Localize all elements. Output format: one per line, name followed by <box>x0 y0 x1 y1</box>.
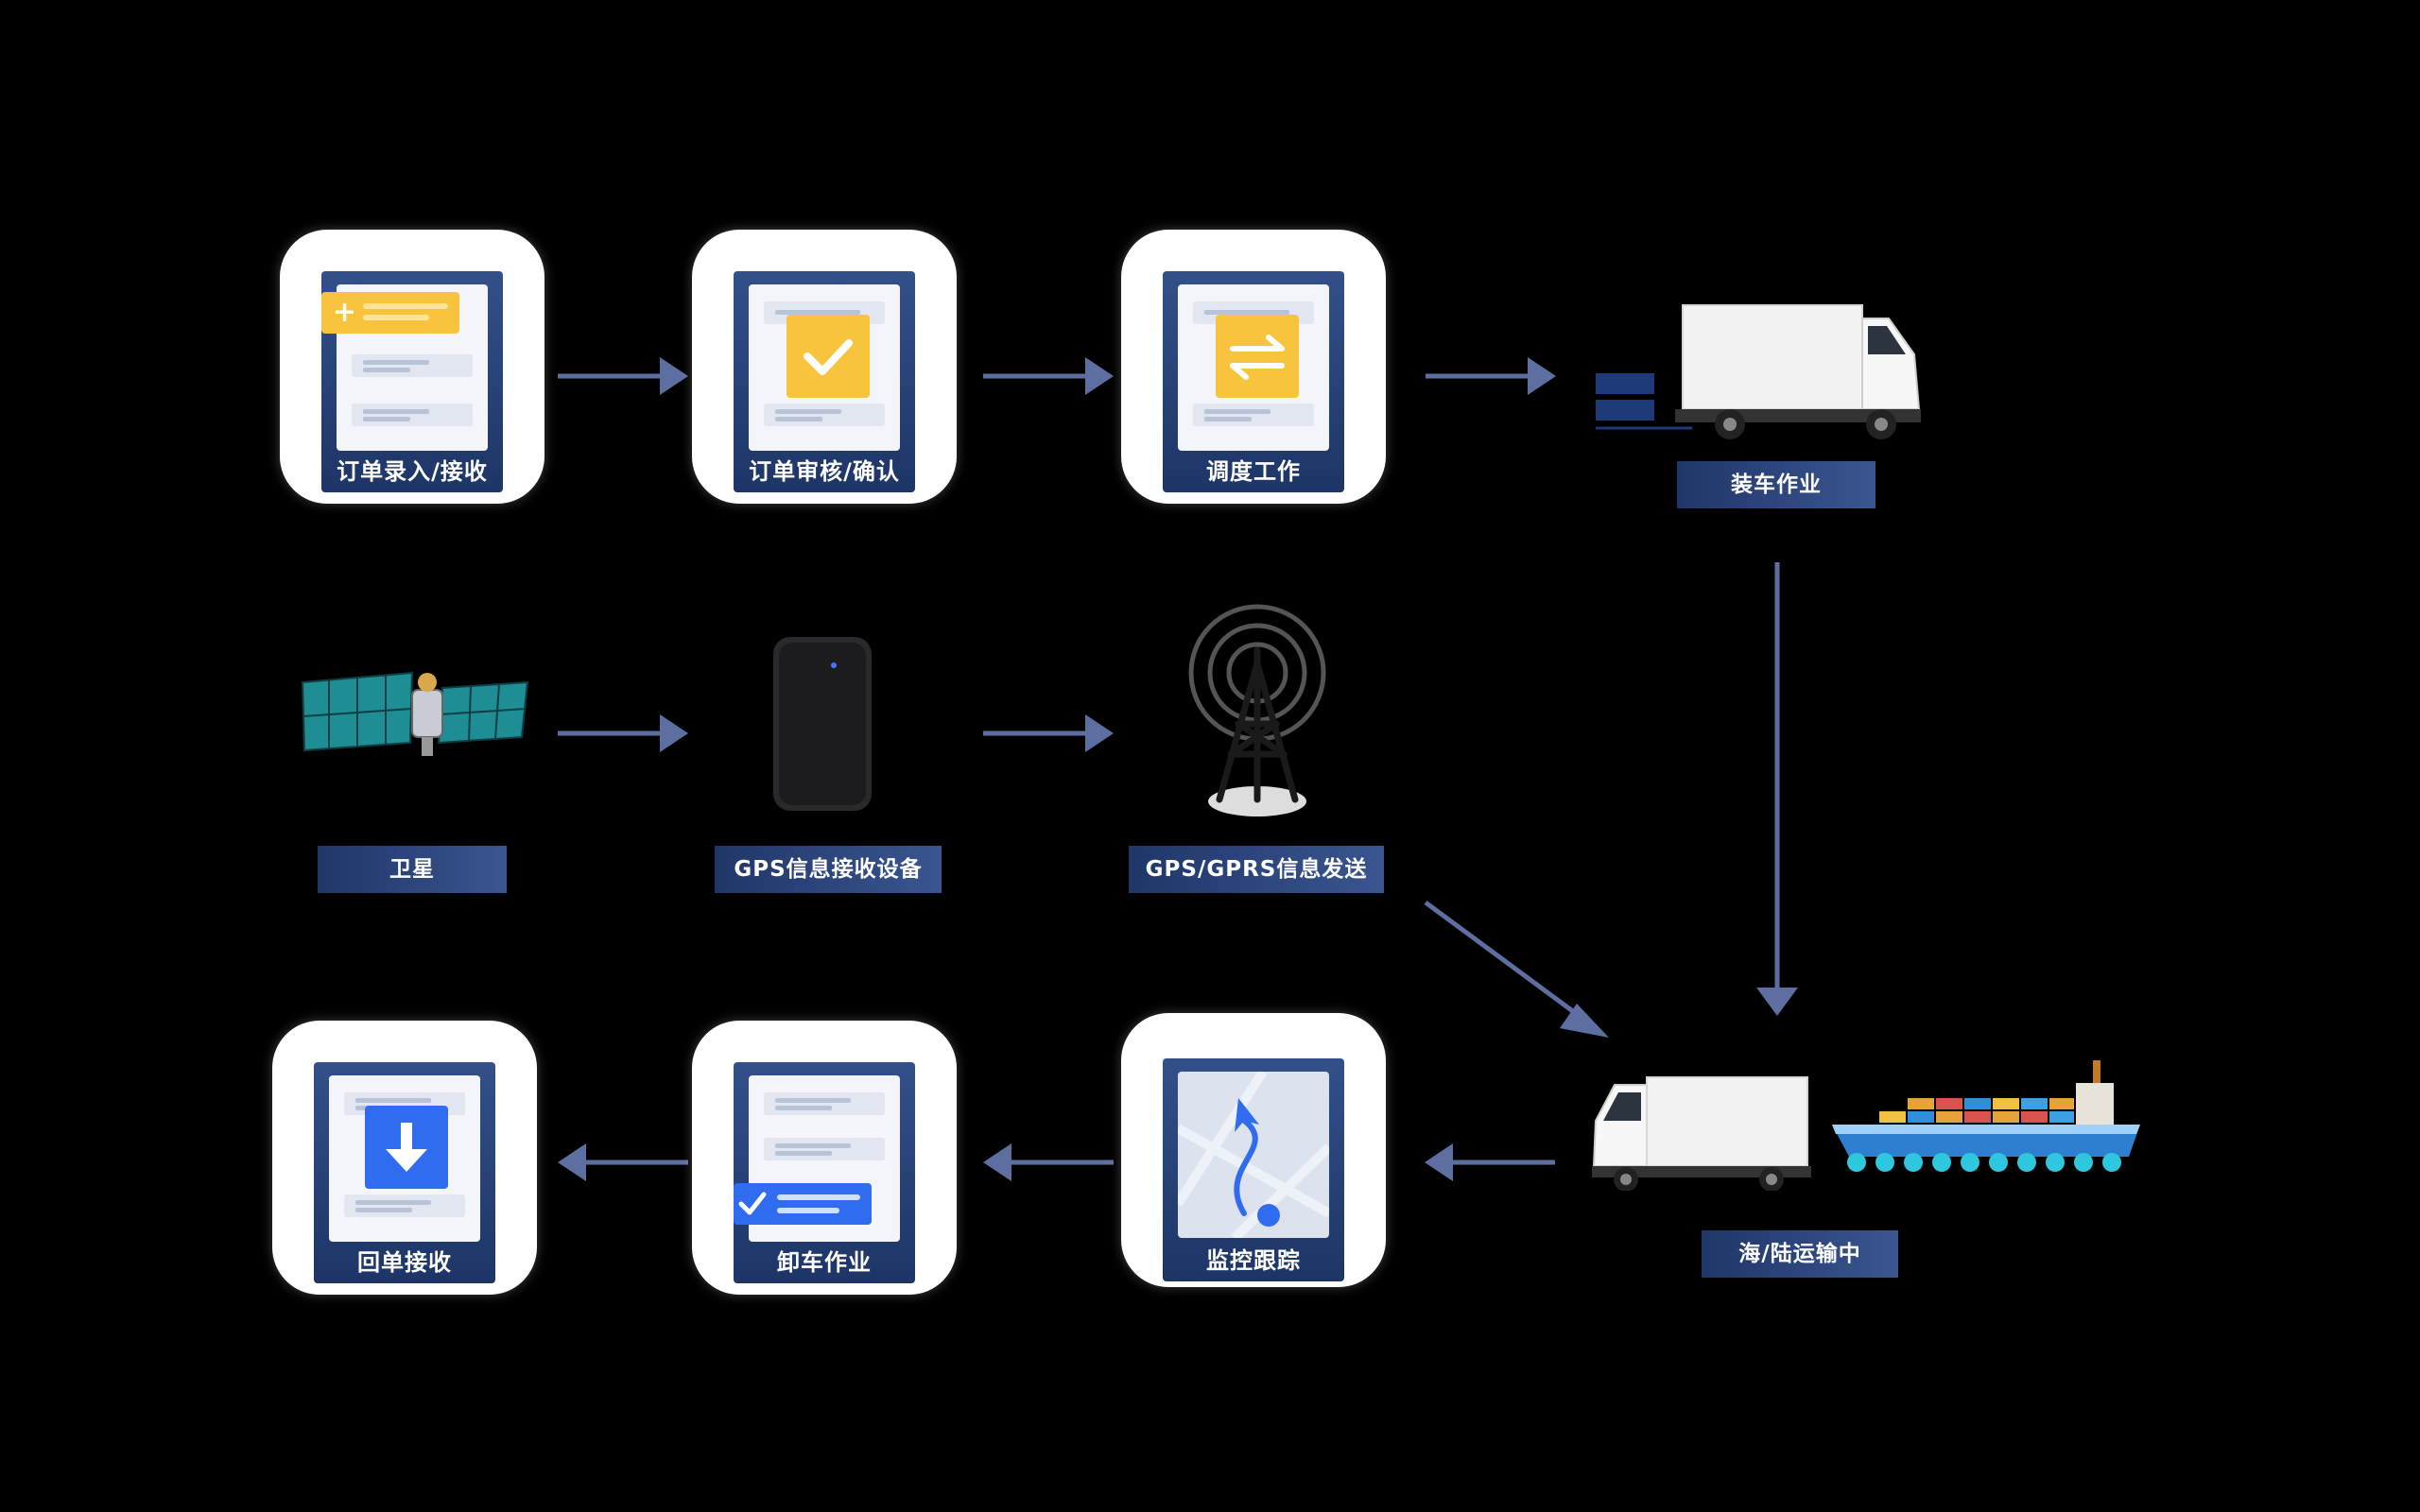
arrow-entry-to-review <box>558 357 688 395</box>
map-route-icon <box>1178 1072 1329 1238</box>
arrow-review-to-dispatch <box>983 357 1114 395</box>
monitor-card: 监控跟踪 <box>1121 1013 1386 1287</box>
unloading-card: 卸车作业 <box>692 1021 957 1295</box>
gprs-send-label: GPS/GPRS信息发送 <box>1129 846 1384 893</box>
transport-label: 海/陆运输中 <box>1702 1230 1898 1278</box>
loading-label: 装车作业 <box>1677 461 1876 508</box>
download-arrow-icon <box>365 1106 448 1189</box>
arrow-tower-to-transport <box>1424 900 1609 1038</box>
transport-truck-icon <box>1592 1076 1811 1191</box>
receipt-card: 回单接收 <box>272 1021 537 1295</box>
order-review-label: 订单审核/确认 <box>749 458 900 485</box>
arrow-dispatch-to-loading <box>1426 357 1556 395</box>
monitor-label: 监控跟踪 <box>1206 1247 1301 1274</box>
satellite-icon <box>301 671 529 756</box>
order-entry-card: + 订单录入/接收 <box>280 230 544 504</box>
order-entry-label: 订单录入/接收 <box>337 458 488 485</box>
order-review-document: 订单审核/确认 <box>734 271 915 492</box>
check-icon <box>786 315 870 398</box>
add-document-icon: + <box>321 292 459 334</box>
signal-tower-icon <box>1188 604 1326 816</box>
dispatch-card: 调度工作 <box>1121 230 1386 504</box>
arrow-unloading-to-receipt <box>558 1143 688 1181</box>
loading-truck-icon <box>1596 304 1921 439</box>
order-entry-document: + 订单录入/接收 <box>321 271 503 492</box>
gps-device-label: GPS信息接收设备 <box>715 846 942 893</box>
checklist-icon <box>734 1183 872 1225</box>
arrow-monitor-to-unloading <box>983 1143 1114 1181</box>
arrow-loading-to-transport <box>1756 562 1798 1016</box>
dispatch-label: 调度工作 <box>1206 458 1301 485</box>
dispatch-document: 调度工作 <box>1163 271 1344 492</box>
gps-device-icon <box>773 637 872 811</box>
arrow-device-to-tower <box>983 714 1114 752</box>
arrow-transport-to-monitor <box>1425 1143 1555 1181</box>
receipt-document: 回单接收 <box>314 1062 495 1283</box>
unloading-label: 卸车作业 <box>777 1249 872 1276</box>
swap-arrows-icon <box>1216 315 1299 398</box>
unloading-document: 卸车作业 <box>734 1062 915 1283</box>
cargo-ship-icon <box>1832 1060 2140 1172</box>
arrow-satellite-to-device <box>558 714 688 752</box>
monitor-document: 监控跟踪 <box>1163 1058 1344 1281</box>
order-review-card: 订单审核/确认 <box>692 230 957 504</box>
receipt-label: 回单接收 <box>357 1249 452 1276</box>
satellite-label: 卫星 <box>318 846 507 893</box>
